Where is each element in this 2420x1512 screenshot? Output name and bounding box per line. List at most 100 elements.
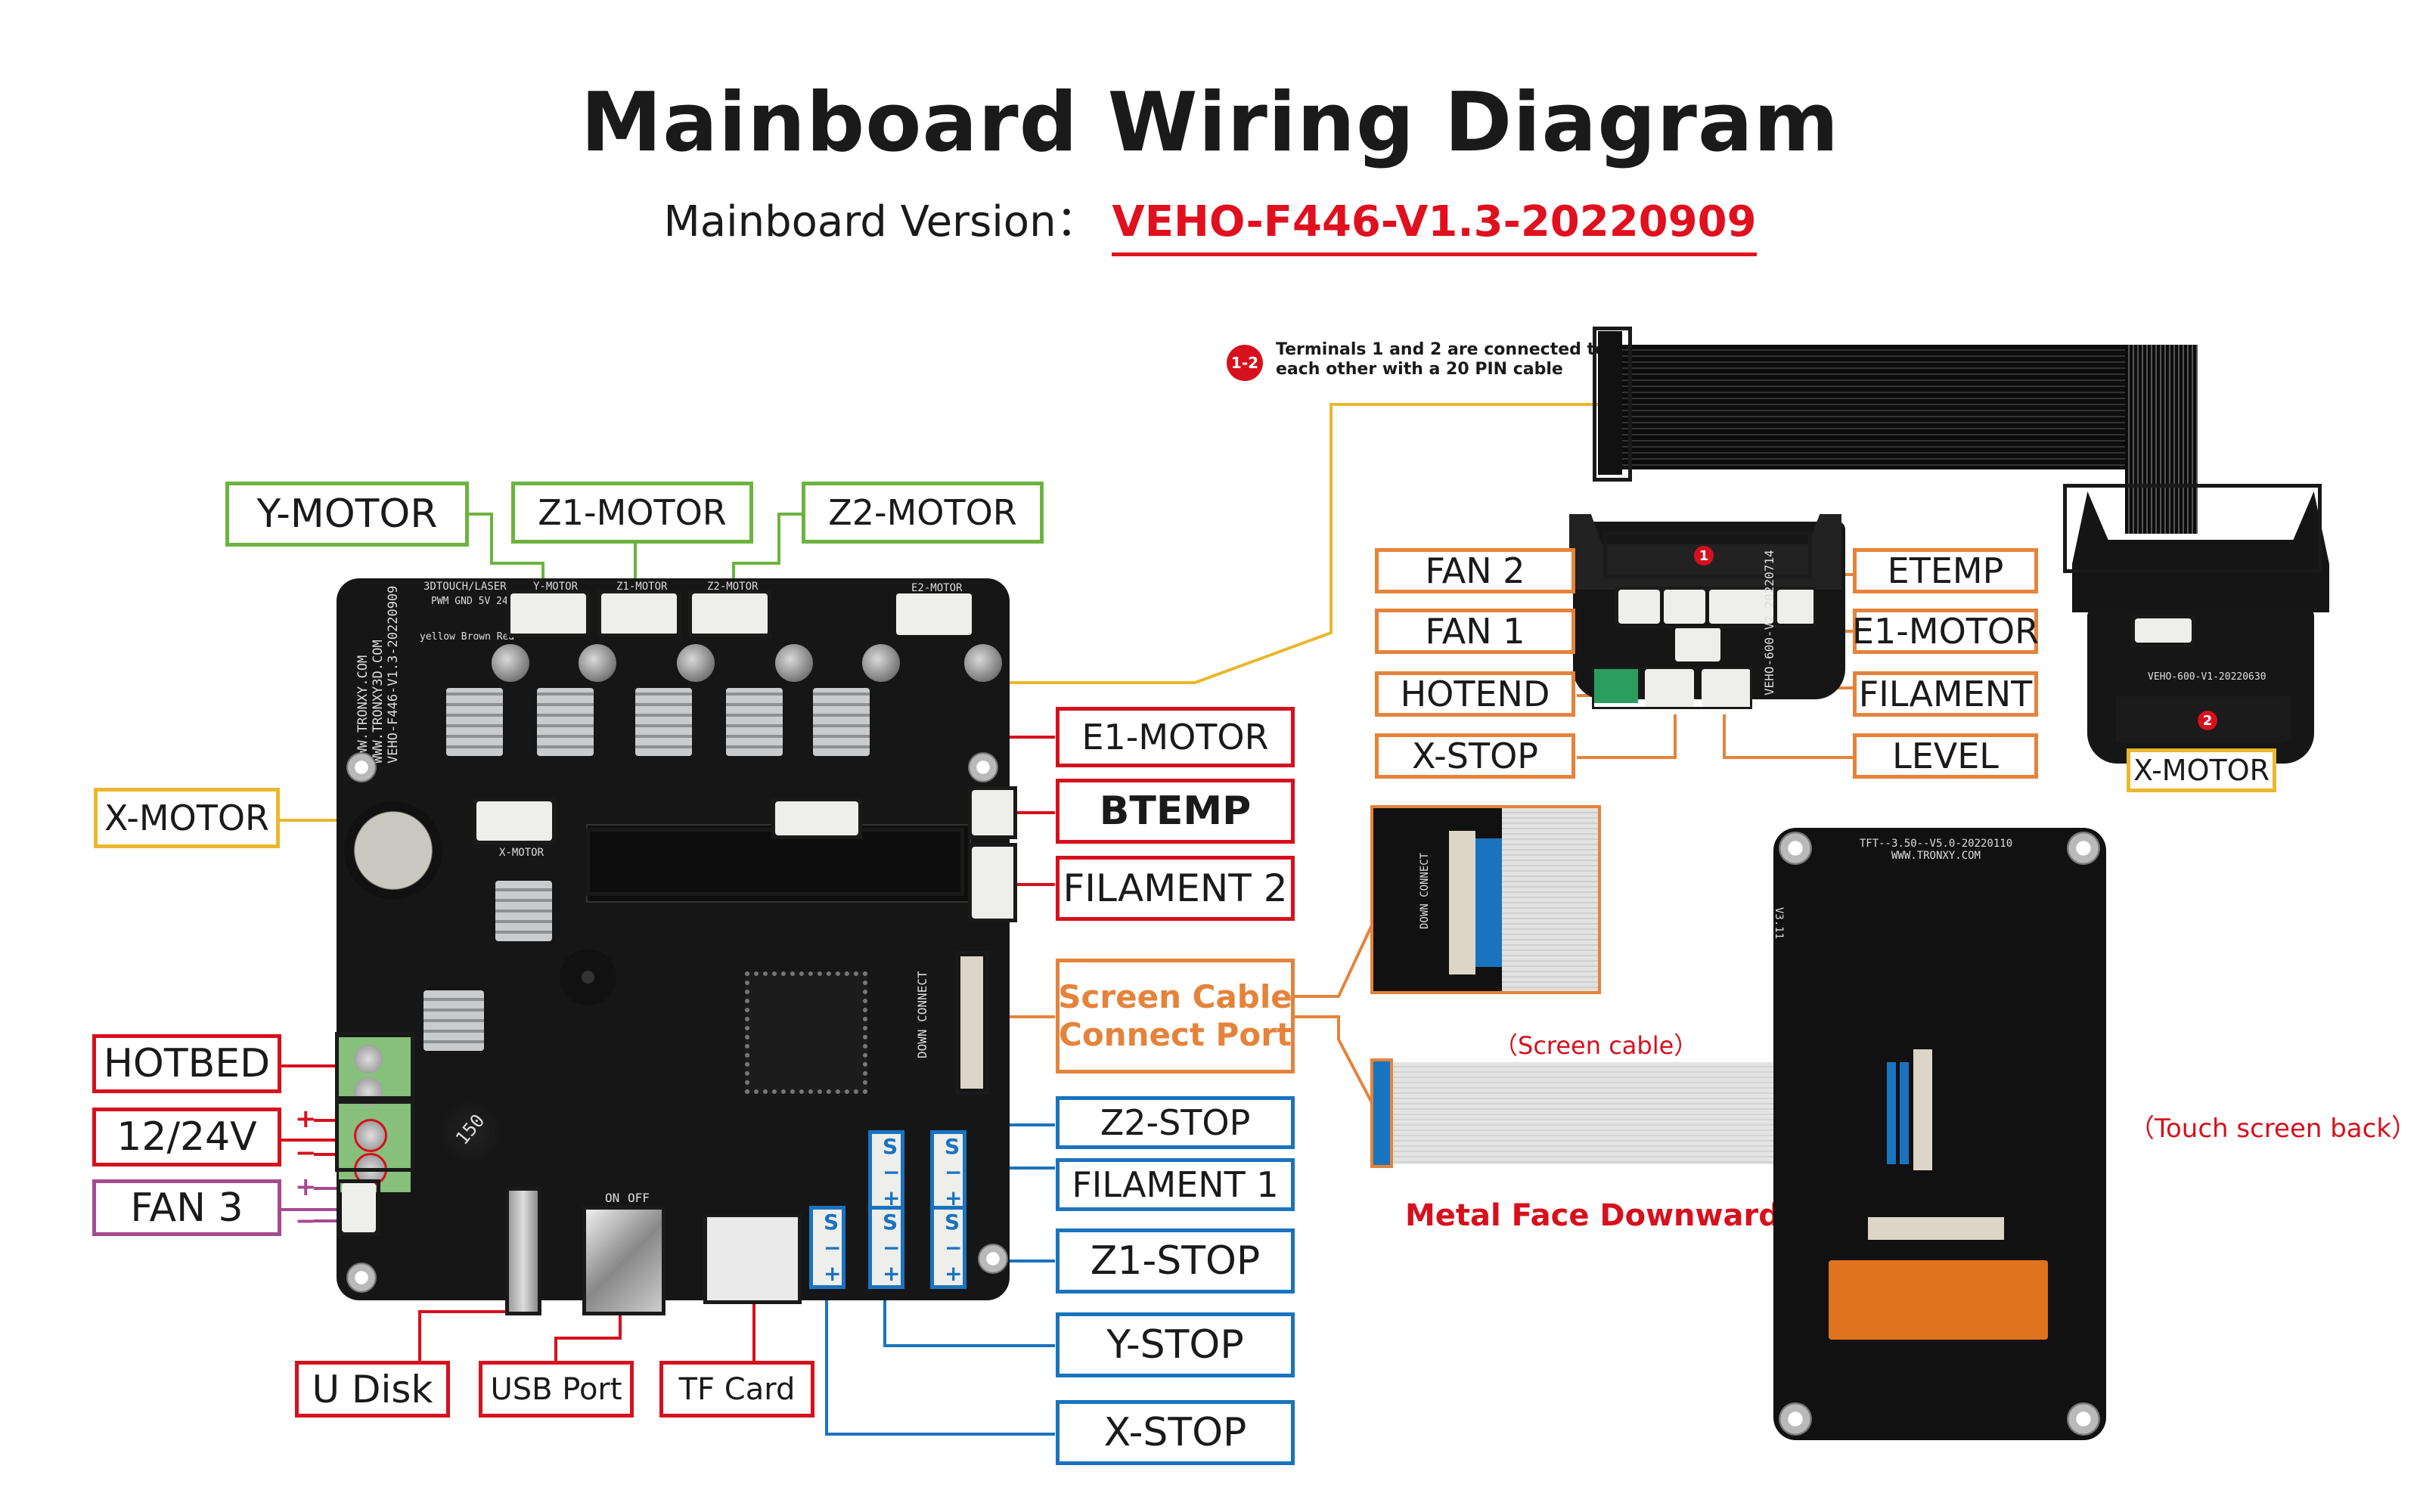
board-mount-hole xyxy=(346,1263,377,1293)
silk-model: VEHO-F446-V1.3-20220909 xyxy=(386,585,401,764)
leader-screen-inset xyxy=(1293,906,1382,998)
power-highlight xyxy=(335,1100,414,1172)
label-y-motor: Y-MOTOR xyxy=(225,482,469,547)
hotbed-highlight xyxy=(335,1032,414,1100)
adapter-bottom-connector-highlight xyxy=(1592,667,1752,709)
xmotor-board-idc-highlight xyxy=(2116,696,2284,742)
pin-plus: + xyxy=(883,1185,901,1210)
screen-lcd-connector xyxy=(1868,1217,2004,1240)
screen-port-line2: Connect Port xyxy=(1059,1016,1292,1053)
label-fan2: FAN 2 xyxy=(1375,548,1575,593)
btemp-connector xyxy=(972,790,1013,835)
usb-port xyxy=(586,1210,662,1312)
label-z1-motor: Z1-MOTOR xyxy=(511,482,753,544)
screen-mount-hole xyxy=(1779,832,1812,865)
xmotor-board-connector xyxy=(2135,618,2192,643)
regulator-heatsink xyxy=(424,990,484,1051)
mainboard xyxy=(337,578,1010,1300)
label-adapter-e1motor: E1-MOTOR xyxy=(1852,609,2039,654)
adapter-xstop-connector xyxy=(1645,669,1694,707)
label-filament1: FILAMENT 1 xyxy=(1056,1158,1295,1211)
label-adapter-xstop: X-STOP xyxy=(1375,733,1575,779)
screen-orange-flex xyxy=(1829,1260,2048,1340)
driver-heatsink xyxy=(813,688,870,756)
z2-stop-connector: S−+ xyxy=(868,1130,904,1213)
usb-highlight xyxy=(582,1206,666,1315)
pin-plus: + xyxy=(945,1261,963,1286)
btemp-highlight xyxy=(968,786,1017,839)
adapter-level-connector xyxy=(1702,669,1751,707)
capacitor xyxy=(775,644,813,682)
adapter-etemp-connector xyxy=(1777,590,1815,624)
filament1-connector: S−+ xyxy=(930,1130,966,1213)
adapter-hotend-terminal xyxy=(1594,669,1638,703)
label-z2-stop: Z2-STOP xyxy=(1056,1096,1295,1149)
label-hotbed: HOTBED xyxy=(92,1034,281,1093)
inset-silk: DOWN CONNECT xyxy=(1419,852,1431,929)
screen-connector-inset: DOWN CONNECT xyxy=(1370,805,1601,994)
pin-signal: S xyxy=(945,1210,960,1235)
adapter-e1motor-connector xyxy=(1709,590,1773,624)
leader-y-motor xyxy=(469,513,544,597)
silk-url1: WWW.TRONXY.COM xyxy=(355,655,371,764)
adapter-top-connector-highlight xyxy=(1615,587,1816,628)
mcu-chip xyxy=(745,971,867,1094)
e2-motor-connector xyxy=(896,593,972,635)
screen-mount-hole xyxy=(2067,1402,2100,1436)
z2-motor-connector xyxy=(692,593,768,635)
driver-heatsink xyxy=(446,688,503,756)
power-plus-sign: + xyxy=(295,1104,317,1134)
page-title: Mainboard Wiring Diagram xyxy=(580,76,1840,170)
capacitor xyxy=(492,644,529,682)
label-level: LEVEL xyxy=(1853,733,2038,779)
silk-off: OFF xyxy=(628,1191,650,1205)
note-text: Terminals 1 and 2 are connected to each … xyxy=(1276,340,1606,380)
z1-stop-connector: S−+ xyxy=(930,1206,966,1289)
screen-port-highlight xyxy=(955,951,989,1095)
inductor xyxy=(439,1100,503,1164)
capacitor xyxy=(579,644,616,682)
pin-minus: − xyxy=(945,1235,963,1260)
version-value: VEHO-F446-V1.3-20220909 xyxy=(1112,197,1757,256)
label-udisk: U Disk xyxy=(295,1361,450,1418)
label-filament: FILAMENT xyxy=(1853,671,2038,717)
supercapacitor xyxy=(344,801,442,900)
note-badge: 1-2 xyxy=(1227,345,1263,381)
leader-x-stop xyxy=(825,1289,1055,1436)
tf-card-slot xyxy=(707,1217,798,1300)
fan3-connector xyxy=(342,1183,376,1232)
y-stop-connector: S−+ xyxy=(868,1206,904,1289)
e1-motor-highlight xyxy=(771,798,862,839)
silk-down-connect: DOWN CONNECT xyxy=(915,971,929,1058)
leader-usb xyxy=(554,1312,622,1361)
version-prefix: Mainboard Version： xyxy=(663,197,1099,246)
screen-cable-label: （Screen cable） xyxy=(1494,1031,1699,1060)
silk-url2: WWW.TRONXY3D.COM xyxy=(371,640,386,764)
leader-screen-cable xyxy=(1293,1015,1378,1112)
z1-motor-connector xyxy=(601,593,677,635)
leader-z2-motor xyxy=(732,513,802,597)
capacitor xyxy=(677,644,715,682)
filament2-connector xyxy=(972,847,1013,919)
adapter-fan2-connector xyxy=(1618,590,1660,624)
driver-heatsink xyxy=(726,688,783,756)
label-tf: TF Card xyxy=(659,1361,814,1418)
label-xmotor-board: X-MOTOR xyxy=(2127,748,2276,792)
note-line-1: Terminals 1 and 2 are connected to xyxy=(1276,340,1607,359)
label-y-stop: Y-STOP xyxy=(1056,1312,1295,1377)
inset-fpc-connector xyxy=(1449,831,1475,974)
pin-plus: + xyxy=(824,1261,842,1286)
label-hotend: HOTEND xyxy=(1375,671,1575,717)
screen-mount-hole xyxy=(2067,832,2100,865)
x-motor-connector xyxy=(476,801,552,841)
driver-heatsink xyxy=(495,881,552,941)
udisk-highlight xyxy=(505,1187,541,1315)
board-mount-hole xyxy=(968,752,998,782)
screen-silk-line2: WWW.TRONXY.COM xyxy=(1891,850,1981,862)
leader-y-stop xyxy=(883,1289,1055,1347)
driver-heatsink xyxy=(635,688,692,756)
fan3-highlight xyxy=(337,1179,380,1236)
screen-cable-blue-stripe xyxy=(1887,1062,1896,1164)
pin-minus: − xyxy=(824,1235,842,1260)
buzzer xyxy=(560,949,616,1005)
